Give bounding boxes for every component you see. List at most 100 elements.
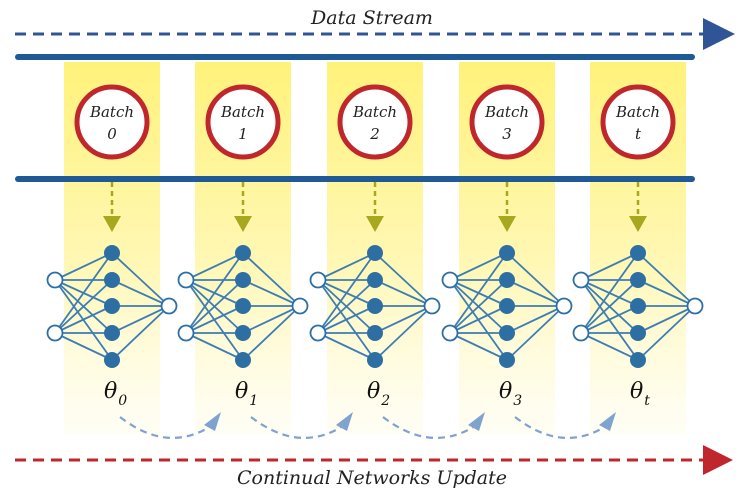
network-edge: [185, 332, 244, 361]
batch-label: Batch: [352, 103, 397, 121]
network-edge: [242, 279, 301, 307]
update-curve-arrow: [119, 416, 215, 440]
input-node: [177, 324, 195, 342]
hidden-node: [630, 245, 646, 261]
hidden-node: [630, 352, 646, 368]
network-edge: [317, 252, 376, 281]
hidden-node: [235, 325, 251, 341]
network-edge: [637, 305, 696, 361]
network-edge: [185, 252, 244, 334]
network-edge: [111, 305, 170, 334]
stream-bar-top: [15, 54, 695, 60]
hidden-node: [104, 352, 120, 368]
theta-label: θ0: [104, 379, 127, 409]
down-arrow-head: [498, 216, 516, 232]
hidden-node: [104, 272, 120, 288]
down-arrow-head: [234, 216, 252, 232]
hidden-node: [630, 272, 646, 288]
neural-network-icon: [441, 245, 573, 368]
input-node: [441, 324, 459, 342]
output-node: [423, 297, 441, 315]
network-edge: [242, 252, 301, 307]
hidden-node: [499, 352, 515, 368]
network-edge: [185, 252, 244, 281]
network-edge: [185, 305, 244, 334]
network-edge: [242, 305, 301, 361]
hidden-node: [235, 272, 251, 288]
network-edge: [317, 332, 376, 361]
batch-label: Batch: [615, 103, 660, 121]
batch-index: 2: [369, 125, 380, 143]
hidden-node: [235, 245, 251, 261]
batch-index: 3: [502, 125, 512, 143]
batch-circle: [469, 84, 545, 160]
network-edge: [580, 252, 639, 281]
network-edge: [637, 305, 696, 334]
network-edge: [111, 252, 170, 307]
network-edge: [111, 305, 170, 361]
network-edge: [506, 305, 565, 361]
update-curve-arrow: [250, 416, 347, 440]
network-edge: [506, 252, 565, 307]
hidden-node: [499, 325, 515, 341]
input-node: [46, 271, 64, 289]
output-node: [291, 297, 309, 315]
update-curve-head: [204, 412, 221, 431]
batch-circle: [600, 84, 676, 160]
network-edge: [506, 305, 565, 334]
network-edge: [637, 252, 696, 307]
network-edge: [317, 305, 376, 334]
network-edge: [374, 305, 433, 334]
stream-bar-bottom: [15, 176, 695, 182]
hidden-node: [499, 272, 515, 288]
neural-network-icon: [572, 245, 704, 368]
hidden-node: [367, 245, 383, 261]
batch-circle: [337, 84, 413, 160]
neural-network-icon: [309, 245, 441, 368]
continual-update-label: Continual Networks Update: [237, 467, 507, 489]
input-node: [572, 324, 590, 342]
network-edge: [449, 252, 508, 281]
hidden-node: [104, 325, 120, 341]
network-edge: [449, 252, 508, 334]
network-edge: [449, 305, 508, 334]
output-node: [555, 297, 573, 315]
input-node: [309, 324, 327, 342]
input-node: [177, 271, 195, 289]
network-edge: [580, 332, 639, 361]
update-curves: [119, 412, 616, 440]
network-edge: [317, 279, 376, 334]
batch-label: Batch: [484, 103, 529, 121]
network-edge: [449, 279, 508, 334]
network-edge: [580, 279, 639, 334]
data-stream-arrow: [15, 18, 735, 50]
network-edge: [506, 279, 565, 307]
hidden-node: [367, 352, 383, 368]
down-arrow-head: [366, 216, 384, 232]
network-edge: [317, 252, 376, 334]
network-edge: [242, 305, 301, 334]
batch-index: t: [635, 125, 642, 143]
network-edge: [580, 252, 639, 334]
network-edge: [637, 279, 696, 307]
input-node: [46, 324, 64, 342]
batch-label: Batch: [89, 103, 134, 121]
network-edge: [580, 305, 639, 334]
network-edge: [54, 252, 113, 281]
update-curve-head: [336, 412, 353, 431]
network-edge: [374, 252, 433, 307]
theta-label: θ1: [235, 379, 258, 409]
hidden-node: [499, 245, 515, 261]
continual-update-arrow: [15, 445, 733, 475]
hidden-node: [630, 298, 646, 314]
network-edge: [54, 305, 113, 334]
input-node: [441, 271, 459, 289]
network-group: [46, 245, 704, 368]
network-edge: [374, 305, 433, 361]
update-curve-arrow: [382, 416, 479, 440]
network-edge: [111, 279, 170, 307]
output-node: [686, 297, 704, 315]
theta-label: θt: [630, 379, 650, 409]
input-node: [572, 271, 590, 289]
